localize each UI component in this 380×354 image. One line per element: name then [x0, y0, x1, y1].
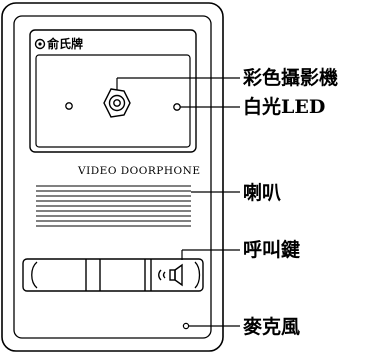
speaker-icon: [158, 263, 183, 287]
brand-logo-icon: [34, 38, 46, 50]
camera-lens-icon: [103, 88, 131, 118]
led-left-icon: [65, 102, 73, 110]
callout-camera: 彩色攝影機: [242, 66, 338, 89]
housing-outer-frame: [1, 2, 224, 352]
camera-panel: 俞氏牌: [29, 29, 197, 153]
call-button[interactable]: [151, 259, 195, 291]
model-label: VIDEO DOORPHONE: [77, 165, 200, 177]
speaker-grille: [36, 185, 191, 227]
callout-speaker: 喇叭: [243, 182, 281, 204]
camera-window-outer: [29, 29, 197, 153]
callout-microphone: 麥克風: [242, 315, 300, 338]
callout-lines: [116, 77, 240, 327]
housing-inner-frame: [13, 15, 212, 339]
brand-name: 俞氏牌: [46, 36, 83, 51]
microphone-hole-icon: [182, 322, 190, 330]
button-strip-left-cap: [31, 261, 38, 289]
doorphone-housing: [1, 2, 224, 352]
button-strip-right-cap: [194, 261, 201, 289]
camera-window-inner: [35, 54, 191, 148]
call-button-strip[interactable]: [22, 258, 204, 292]
button-strip-frame: [22, 258, 204, 292]
callout-led: 白光LED: [243, 95, 325, 118]
callout-call-button: 呼叫鍵: [243, 238, 300, 261]
led-right-icon: [173, 103, 181, 111]
